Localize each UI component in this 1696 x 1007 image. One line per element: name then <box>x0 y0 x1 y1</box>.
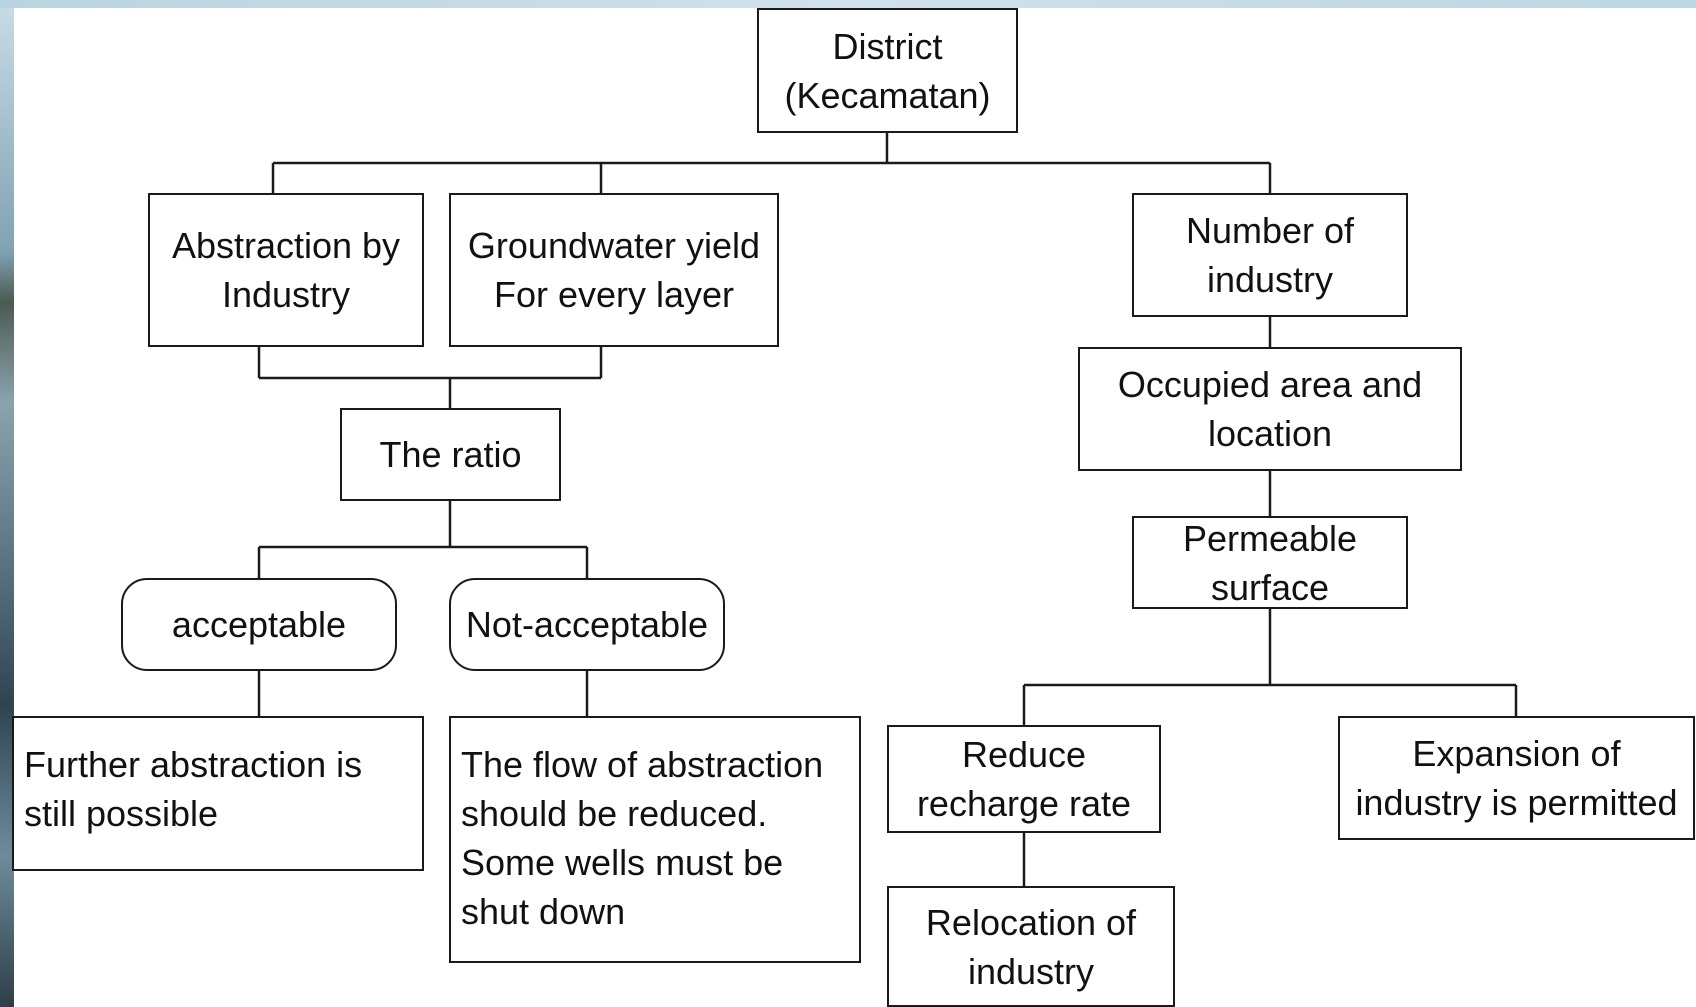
node-abstraction-by-industry: Abstraction by Industry <box>148 193 424 347</box>
node-number-of-industry: Number of industry <box>1132 193 1408 317</box>
node-groundwater-yield: Groundwater yield For every layer <box>449 193 779 347</box>
node-district: District (Kecamatan) <box>757 8 1018 133</box>
node-relocation: Relocation of industry <box>887 886 1175 1007</box>
node-district-label: District (Kecamatan) <box>784 25 991 116</box>
node-abstraction-label: Abstraction by Industry <box>171 225 401 315</box>
node-the-ratio: The ratio <box>340 408 561 501</box>
node-occupied-label: Occupied area and location <box>1117 364 1423 454</box>
node-further-label: Further abstraction is still possible <box>24 744 363 834</box>
node-number-industry-label: Number of industry <box>1185 210 1355 300</box>
node-not-acceptable: Not-acceptable <box>449 578 725 671</box>
node-permeable-label: Permeable surface <box>1182 517 1358 608</box>
node-relocation-label: Relocation of industry <box>925 901 1137 992</box>
node-expansion-permitted: Expansion of industry is permitted <box>1338 716 1695 840</box>
node-acceptable: acceptable <box>121 578 397 671</box>
node-acceptable-label: acceptable <box>171 604 347 645</box>
node-flow-reduced: The flow of abstraction should be reduce… <box>449 716 861 963</box>
node-reduce-recharge: Reduce recharge rate <box>887 725 1161 833</box>
node-groundwater-label: Groundwater yield For every layer <box>467 225 761 315</box>
node-reduce-label: Reduce recharge rate <box>916 734 1132 824</box>
background-landscape <box>0 0 14 1007</box>
node-not-acceptable-label: Not-acceptable <box>465 604 709 645</box>
node-permeable-surface: Permeable surface <box>1132 516 1408 609</box>
node-further-abstraction: Further abstraction is still possible <box>12 716 424 871</box>
node-flow-label: The flow of abstraction should be reduce… <box>461 744 824 932</box>
background-sky <box>0 0 1696 8</box>
node-occupied-area: Occupied area and location <box>1078 347 1462 471</box>
node-expansion-label: Expansion of industry is permitted <box>1355 733 1678 823</box>
node-ratio-label: The ratio <box>379 434 522 475</box>
